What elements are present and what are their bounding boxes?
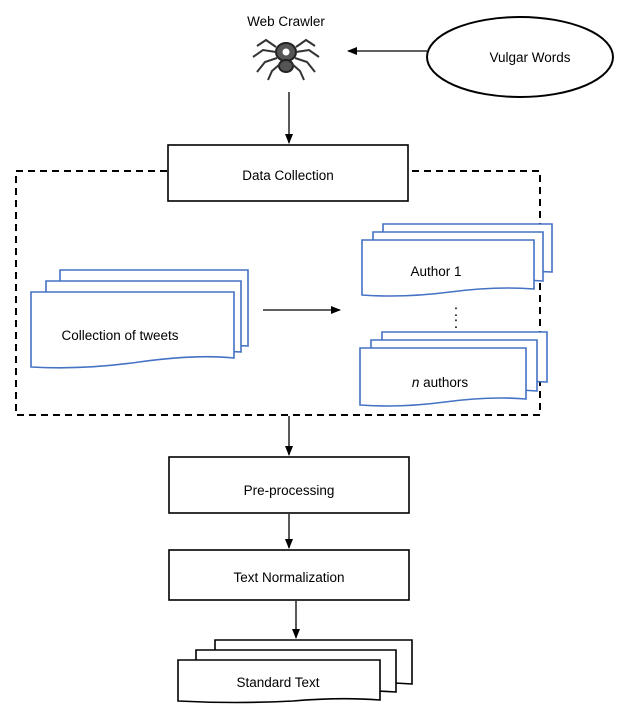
vulgar-words-node: Vulgar Words xyxy=(426,16,614,98)
text-normalization-box: Text Normalization xyxy=(168,549,410,601)
n-authors-variable: n xyxy=(412,375,420,390)
n-authors-text: authors xyxy=(419,375,468,390)
ellipsis-2: : xyxy=(454,315,458,332)
standard-text-label: Standard Text xyxy=(236,675,319,690)
text-normalization-label: Text Normalization xyxy=(233,570,344,585)
standard-text-stack xyxy=(177,639,413,704)
collection-of-tweets-label: Collection of tweets xyxy=(61,328,178,343)
author-1-stack xyxy=(361,223,553,297)
n-authors-stack xyxy=(359,331,548,407)
collection-of-tweets-stack xyxy=(30,269,249,369)
data-collection-box: Data Collection xyxy=(167,144,409,202)
n-authors-label: n authors xyxy=(412,375,469,390)
vulgar-words-label: Vulgar Words xyxy=(489,50,570,65)
pre-processing-label: Pre-processing xyxy=(244,483,335,498)
data-collection-label: Data Collection xyxy=(242,168,334,183)
spider-icon xyxy=(252,38,320,81)
web-crawler-label: Web Crawler xyxy=(247,14,325,29)
ellipsis: : xyxy=(454,303,458,320)
author-1-label: Author 1 xyxy=(410,264,461,279)
pre-processing-box: Pre-processing xyxy=(168,456,410,514)
